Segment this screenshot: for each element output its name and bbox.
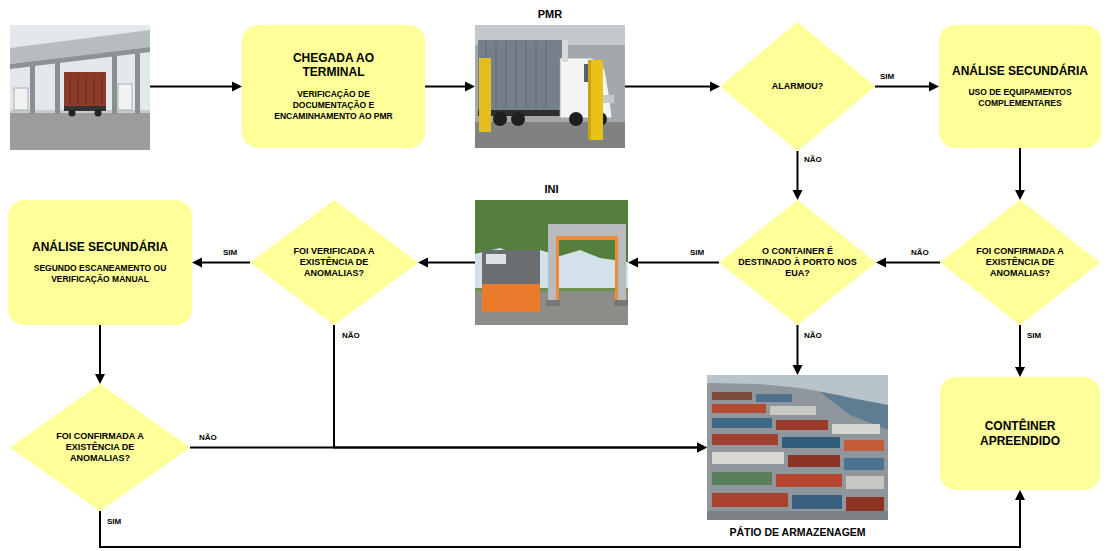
flow-connector — [1015, 325, 1025, 377]
connector-line — [797, 151, 799, 192]
decision-text: O CONTAINER É DESTINADO À PORTO NOS EUA? — [738, 246, 858, 278]
connector-line — [884, 262, 940, 264]
arrow-head — [697, 443, 707, 453]
flow-connector — [418, 258, 475, 268]
photo-step: INI — [475, 200, 628, 325]
flow-connector — [625, 82, 720, 92]
box-title: ANÁLISE SECUNDÁRIA — [952, 64, 1088, 78]
arrow-head — [1015, 367, 1025, 377]
arrow-head — [628, 258, 638, 268]
connector-line — [636, 262, 719, 264]
yard-photo — [707, 375, 888, 520]
arrow-head — [710, 82, 720, 92]
process-box: ANÁLISE SECUNDÁRIA USO DE EQUIPAMENTOS CO… — [939, 25, 1101, 148]
arrow-head — [418, 258, 428, 268]
flow-connector — [628, 258, 719, 268]
flow-connector — [876, 258, 940, 268]
connector-line — [425, 86, 467, 88]
arrow-head — [1015, 190, 1025, 200]
decision-diamond: ALARMOU? — [720, 22, 875, 151]
gate-photo — [10, 25, 150, 150]
connector-line — [797, 325, 799, 367]
photo-step: PÁTIO DE ARMAZENAGEM — [707, 375, 888, 520]
photo-caption: PÁTIO DE ARMAZENAGEM — [687, 526, 908, 539]
process-box: CONTÊINER APREENDIDO — [940, 377, 1100, 490]
arrow-head — [876, 258, 886, 268]
box-body: VERIFICAÇÃO DE DOCUMENTAÇÃO E ENCAMINHAM… — [266, 89, 401, 122]
diamond-shape — [720, 22, 875, 151]
edge-label: SIM — [879, 72, 895, 82]
diamond-shape — [719, 200, 876, 325]
flow-connector — [95, 325, 105, 384]
pmr-photo — [475, 25, 625, 148]
box-title: CHEGADA AO TERMINAL — [279, 51, 389, 80]
edge-label: SIM — [1026, 331, 1042, 341]
photo-step: PMR — [475, 25, 625, 148]
flow-connector — [100, 490, 1025, 547]
photo-caption: INI — [455, 183, 648, 196]
box-title: CONTÊINER APREENDIDO — [963, 419, 1078, 448]
edge-label: SIM — [222, 248, 238, 258]
decision-text: FOI CONFIRMADA A EXISTÊNCIA DE ANOMALIAS… — [958, 246, 1083, 278]
diamond-shape — [10, 384, 190, 511]
arrow-head — [1015, 490, 1025, 500]
flow-connector — [425, 82, 475, 92]
arrow-head — [192, 258, 202, 268]
decision-text: ALARMOU? — [772, 81, 824, 92]
process-box: ANÁLISE SECUNDÁRIA SEGUNDO ESCANEAMENTO O… — [8, 200, 192, 325]
flow-connector — [875, 82, 939, 92]
arrow-head — [232, 82, 242, 92]
edge-label: NÃO — [341, 331, 361, 341]
edge-label: NÃO — [803, 331, 823, 341]
arrow-head — [929, 82, 939, 92]
box-body: USO DE EQUIPAMENTOS COMPLEMENTARES — [958, 87, 1083, 109]
connector-line — [99, 325, 101, 376]
arrow-head — [465, 82, 475, 92]
decision-diamond: FOI CONFIRMADA A EXISTÊNCIA DE ANOMALIAS… — [10, 384, 190, 511]
flow-connector — [793, 151, 803, 200]
edge-label: SIM — [689, 248, 705, 258]
decision-text: FOI CONFIRMADA A EXISTÊNCIA DE ANOMALIAS… — [35, 431, 165, 463]
connector-line — [190, 447, 699, 449]
flow-connector — [192, 258, 250, 268]
diamond-shape — [940, 200, 1100, 325]
flow-arrow — [150, 86, 234, 88]
decision-text: FOI VERIFICADA A EXISTÊNCIA DE ANOMALIAS… — [272, 246, 397, 278]
process-box: CHEGADA AO TERMINAL VERIFICAÇÃO DE DOCUME… — [242, 25, 425, 148]
edge-label: SIM — [106, 517, 122, 527]
flow-connector — [793, 325, 803, 375]
connector-line — [1019, 148, 1021, 192]
connector-line — [100, 498, 1020, 547]
arrow-head — [697, 443, 707, 453]
edge-label: NÃO — [198, 433, 218, 443]
flow-connector — [334, 325, 707, 453]
arrow-head — [793, 190, 803, 200]
ini-photo — [475, 200, 628, 325]
decision-diamond: O CONTAINER É DESTINADO À PORTO NOS EUA? — [719, 200, 876, 325]
edge-label: NÃO — [910, 248, 930, 258]
connector-line — [334, 325, 699, 448]
decision-diamond: FOI VERIFICADA A EXISTÊNCIA DE ANOMALIAS… — [250, 200, 418, 325]
arrow-head — [793, 365, 803, 375]
box-title: ANÁLISE SECUNDÁRIA — [32, 240, 168, 254]
photo-caption: PMR — [455, 8, 645, 21]
connector-line — [1019, 325, 1021, 369]
edge-label: NÃO — [803, 155, 823, 165]
connector-line — [200, 262, 250, 264]
arrow-head — [95, 374, 105, 384]
diamond-shape — [250, 200, 418, 325]
connector-line — [426, 262, 475, 264]
flow-connector — [190, 443, 707, 453]
decision-diamond: FOI CONFIRMADA A EXISTÊNCIA DE ANOMALIAS… — [940, 200, 1100, 325]
box-body: SEGUNDO ESCANEAMENTO OU VERIFICAÇÃO MANU… — [30, 263, 170, 285]
flow-connector — [1015, 148, 1025, 200]
connector-line — [625, 86, 712, 88]
connector-line — [875, 86, 931, 88]
